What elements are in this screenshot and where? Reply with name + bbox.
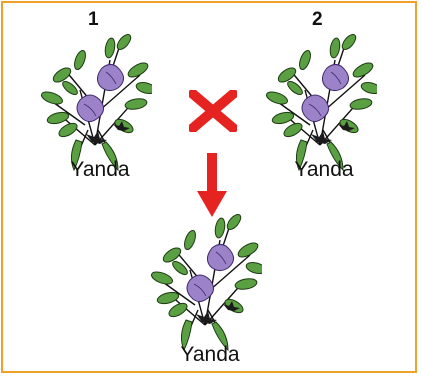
cross-x-icon [189, 90, 237, 132]
pea-plant-icon [40, 31, 152, 171]
pea-plant-icon [150, 211, 262, 351]
pea-plant-icon [265, 31, 377, 171]
arrow-down-icon [197, 153, 227, 217]
parent-1-label: Yanda [70, 158, 130, 181]
parent-2-label: Yanda [294, 158, 354, 181]
parent-1-number: 1 [88, 9, 99, 30]
offspring-label: Yanda [180, 343, 240, 366]
parent-2-number: 2 [312, 9, 323, 30]
